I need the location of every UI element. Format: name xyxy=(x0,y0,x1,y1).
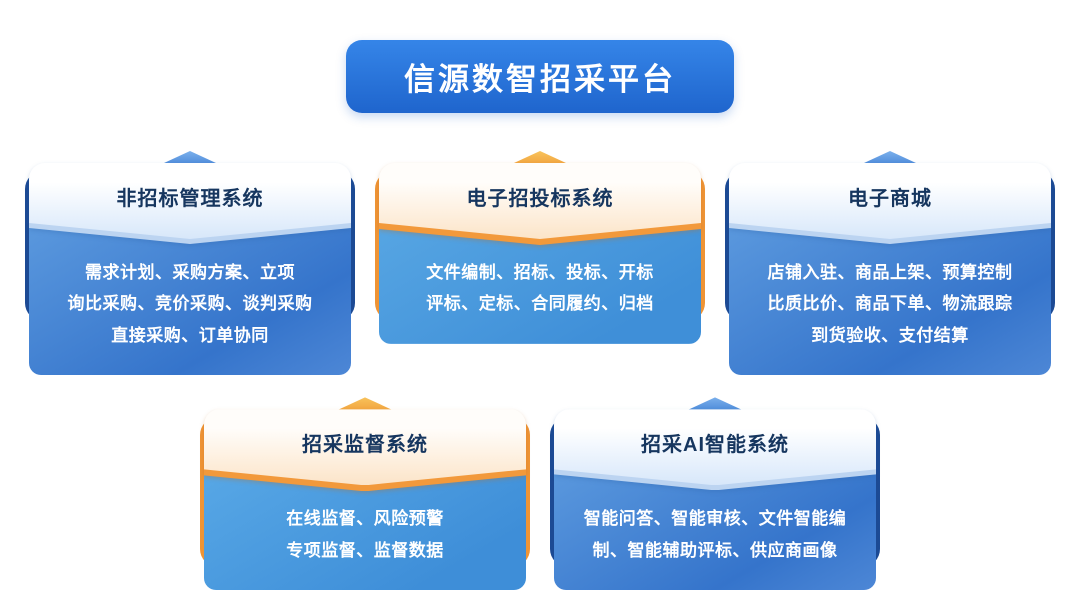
card-title: 非招标管理系统 xyxy=(116,187,264,210)
card-e-mall: 电子商城 店铺入驻、商品上架、预算控制 比质比价、商品下单、物流跟踪 到货验收、… xyxy=(725,151,1055,376)
card-e-bidding: 电子招投标系统 文件编制、招标、投标、开标 评标、定标、合同履约、归档 xyxy=(375,151,705,375)
card-header: 非招标管理系统 xyxy=(29,163,351,239)
card-title: 招采AI智能系统 xyxy=(641,433,789,456)
card-body: 智能问答、智能审核、文件智能编 制、智能辅助评标、供应商画像 xyxy=(554,465,876,591)
card-title: 电子招投标系统 xyxy=(466,187,614,210)
card-supervision: 招采监督系统 在线监督、风险预警 专项监督、监督数据 xyxy=(200,397,530,591)
card-body: 文件编制、招标、投标、开标 评标、定标、合同履约、归档 xyxy=(379,219,701,344)
card-header: 电子招投标系统 xyxy=(379,163,701,239)
card-ai-intelligent: 招采AI智能系统 智能问答、智能审核、文件智能编 制、智能辅助评标、供应商画像 xyxy=(550,397,880,591)
card-header: 电子商城 xyxy=(729,163,1051,239)
card-header: 招采监督系统 xyxy=(204,409,526,485)
card-body: 需求计划、采购方案、立项 询比采购、竞价采购、谈判采购 直接采购、订单协同 xyxy=(29,219,351,376)
card-title: 招采监督系统 xyxy=(302,433,428,456)
platform-title-banner: 信源数智招采平台 xyxy=(346,40,734,113)
card-row-2: 招采监督系统 在线监督、风险预警 专项监督、监督数据 招采AI智能系统 智能问答… xyxy=(0,397,1080,591)
card-non-bidding-management: 非招标管理系统 需求计划、采购方案、立项 询比采购、竞价采购、谈判采购 直接采购… xyxy=(25,151,355,376)
banner-row: 信源数智招采平台 xyxy=(0,0,1080,113)
card-body-text: 需求计划、采购方案、立项 询比采购、竞价采购、谈判采购 直接采购、订单协同 xyxy=(67,263,313,345)
card-body: 在线监督、风险预警 专项监督、监督数据 xyxy=(204,465,526,591)
platform-title: 信源数智招采平台 xyxy=(404,62,676,97)
card-row-1: 非招标管理系统 需求计划、采购方案、立项 询比采购、竞价采购、谈判采购 直接采购… xyxy=(0,151,1080,376)
card-body-text: 在线监督、风险预警 专项监督、监督数据 xyxy=(286,509,444,560)
card-body-text: 文件编制、招标、投标、开标 评标、定标、合同履约、归档 xyxy=(426,263,654,314)
card-body-text: 智能问答、智能审核、文件智能编 制、智能辅助评标、供应商画像 xyxy=(583,509,847,560)
card-title: 电子商城 xyxy=(848,187,932,210)
card-header: 招采AI智能系统 xyxy=(554,409,876,485)
card-body-text: 店铺入驻、商品上架、预算控制 比质比价、商品下单、物流跟踪 到货验收、支付结算 xyxy=(767,263,1013,345)
card-body: 店铺入驻、商品上架、预算控制 比质比价、商品下单、物流跟踪 到货验收、支付结算 xyxy=(729,219,1051,376)
